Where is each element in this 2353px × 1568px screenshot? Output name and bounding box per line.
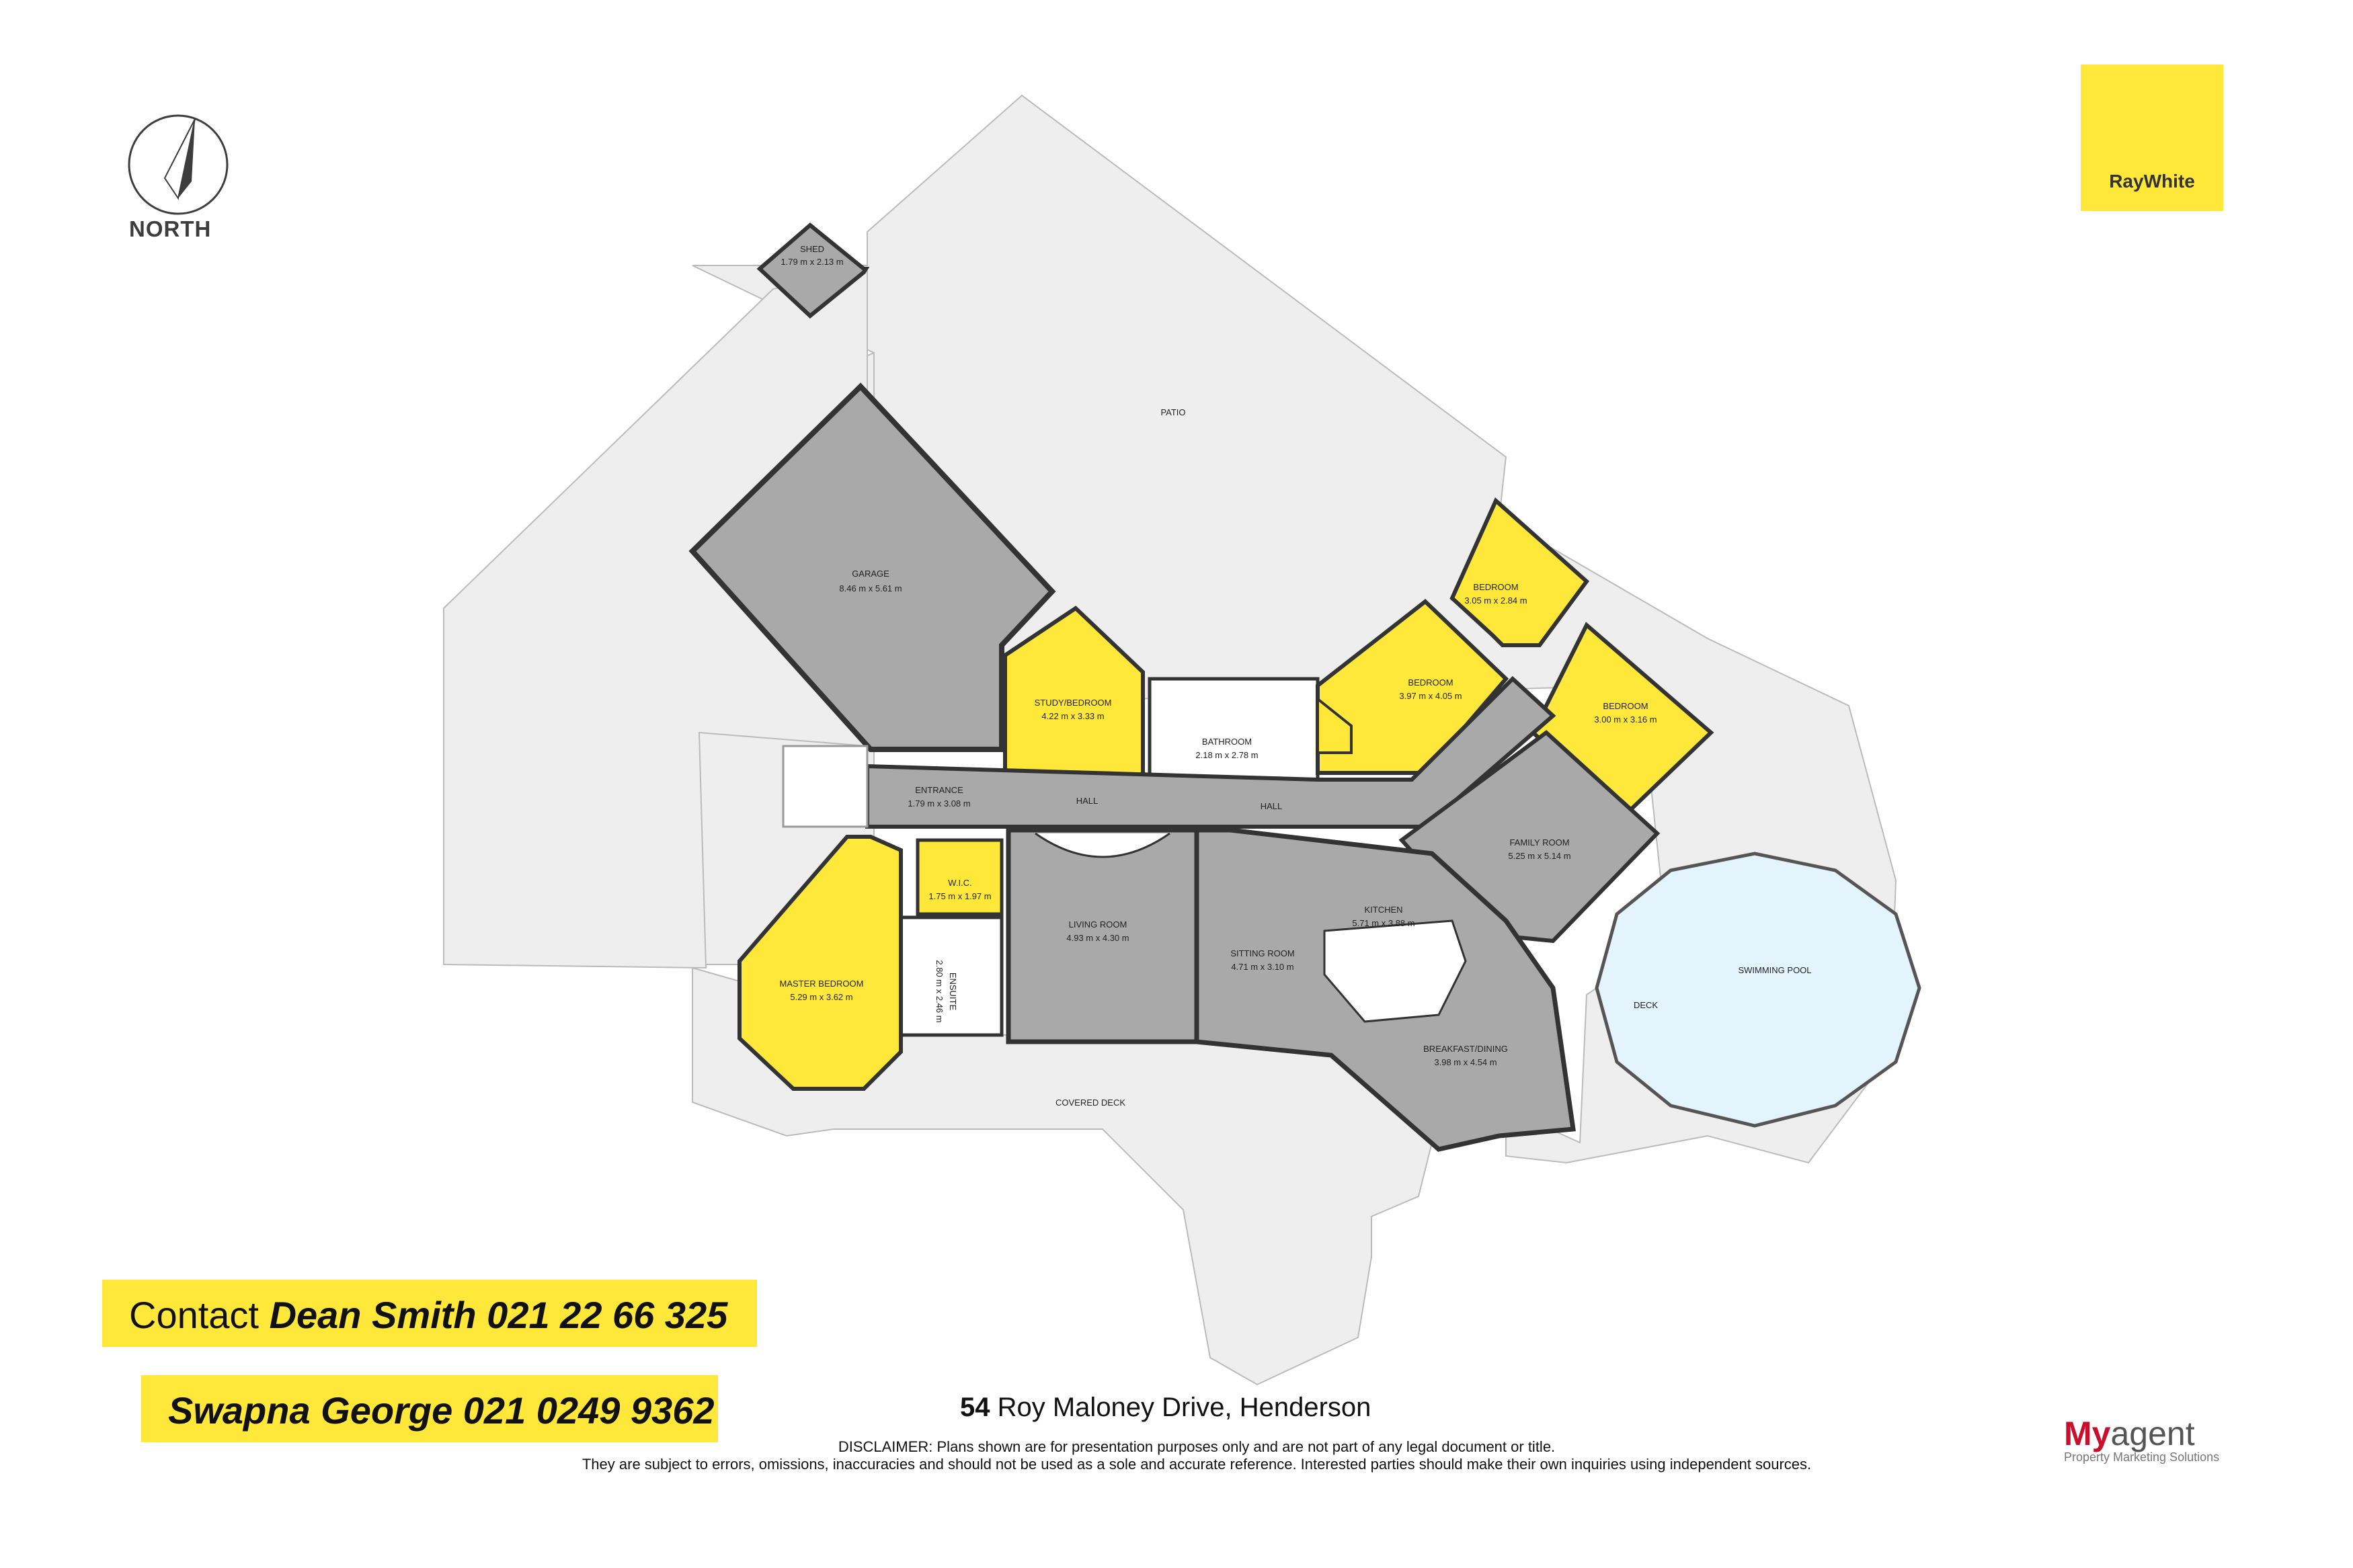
compass-icon <box>128 114 229 215</box>
sitting-room-dims: 4.71 m x 3.10 m <box>1231 962 1293 972</box>
garage-dims: 8.46 m x 5.61 m <box>839 583 902 593</box>
swimming-pool-shape <box>1595 852 1921 1128</box>
raywhite-logo: RayWhite <box>2081 65 2223 211</box>
study-label: STUDY/BEDROOM <box>1035 698 1112 708</box>
deck-label: DECK <box>1634 1000 1658 1010</box>
contact-box-primary: Contact Dean Smith 021 22 66 325 <box>102 1280 757 1347</box>
contact-name-secondary: Swapna George 021 0249 9362 <box>168 1389 715 1432</box>
living-room-arch <box>1035 832 1170 858</box>
bathroom-area <box>1148 677 1320 782</box>
garage-label: GARAGE <box>852 569 889 579</box>
study-dims: 4.22 m x 3.33 m <box>1041 711 1104 721</box>
compass-label: NORTH <box>129 216 212 241</box>
dining-label: BREAKFAST/DINING <box>1423 1044 1508 1054</box>
contact-box-secondary: Swapna George 021 0249 9362 <box>141 1375 718 1442</box>
entrance-area <box>782 745 869 828</box>
entrance-label: ENTRANCE <box>915 785 963 795</box>
hall-2-label: HALL <box>1261 801 1283 811</box>
raywhite-logo-text: RayWhite <box>2109 171 2195 192</box>
sitting-room-label: SITTING ROOM <box>1230 948 1294 958</box>
myagent-tagline: Property Marketing Solutions <box>2064 1450 2220 1464</box>
hallway-area <box>865 675 1556 829</box>
family-room-dims: 5.25 m x 5.14 m <box>1508 851 1570 861</box>
ensuite-area <box>899 915 1004 1037</box>
living-room-dims: 4.93 m x 4.30 m <box>1066 933 1129 943</box>
bathroom-dims: 2.18 m x 2.78 m <box>1195 750 1258 760</box>
garage-area <box>688 382 1056 752</box>
wic-area <box>916 838 1004 916</box>
dining-dims: 3.98 m x 4.54 m <box>1434 1057 1497 1067</box>
wic-dims: 1.75 m x 1.97 m <box>928 891 991 901</box>
ensuite-label: ENSUITE <box>948 973 958 1011</box>
wic-label: W.I.C. <box>948 878 971 888</box>
property-address: 54 Roy Maloney Drive, Henderson <box>960 1393 1371 1423</box>
living-room-label: LIVING ROOM <box>1069 919 1127 930</box>
myagent-logo-my: My <box>2064 1415 2111 1452</box>
ensuite-dims: 2.80 m x 2.46 m <box>934 960 945 1022</box>
family-room-label: FAMILY ROOM <box>1509 837 1569 848</box>
shed-label: SHED <box>800 244 824 254</box>
address-number: 54 <box>960 1393 990 1422</box>
address-street: Roy Maloney Drive, Henderson <box>990 1393 1371 1422</box>
myagent-logo: Myagent Property Marketing Solutions <box>2064 1417 2225 1464</box>
covered-deck-label: COVERED DECK <box>1055 1098 1125 1108</box>
contact-name-primary: Dean Smith 021 22 66 325 <box>269 1294 728 1336</box>
bedroom-2-label: BEDROOM <box>1408 677 1453 688</box>
bathroom-label: BATHROOM <box>1202 737 1252 747</box>
master-bedroom-area <box>737 835 903 1091</box>
shed-dims: 1.79 m x 2.13 m <box>781 257 843 267</box>
kitchen-label: KITCHEN <box>1364 905 1402 915</box>
bedroom-2-dims: 3.97 m x 4.05 m <box>1399 691 1462 701</box>
bedroom-1-area <box>1449 497 1590 647</box>
pool-label: SWIMMING POOL <box>1738 965 1811 975</box>
disclaimer-line-2: They are subject to errors, omissions, i… <box>582 1456 1812 1473</box>
myagent-logo-agent: agent <box>2110 1415 2195 1452</box>
shed-area <box>756 222 870 319</box>
kitchen-dims: 5.71 m x 3.88 m <box>1352 918 1414 928</box>
bedroom-4-area <box>1316 696 1353 754</box>
master-bedroom-label: MASTER BEDROOM <box>780 979 864 989</box>
disclaimer-line-1: DISCLAIMER: Plans shown are for presenta… <box>838 1438 1556 1455</box>
bedroom-1-label: BEDROOM <box>1473 582 1518 592</box>
entrance-dims: 1.79 m x 3.08 m <box>908 798 970 809</box>
bedroom-3-dims: 3.00 m x 3.16 m <box>1594 714 1657 725</box>
hall-1-label: HALL <box>1076 796 1099 806</box>
contact-prefix: Contact <box>129 1294 270 1336</box>
kitchen-counter <box>1323 919 1467 1023</box>
bedroom-3-label: BEDROOM <box>1603 701 1648 711</box>
patio-label: PATIO <box>1160 407 1185 417</box>
disclaimer: DISCLAIMER: Plans shown are for presenta… <box>524 1438 1869 1473</box>
master-bedroom-dims: 5.29 m x 3.62 m <box>790 992 852 1002</box>
bedroom-1-dims: 3.05 m x 2.84 m <box>1464 595 1527 606</box>
